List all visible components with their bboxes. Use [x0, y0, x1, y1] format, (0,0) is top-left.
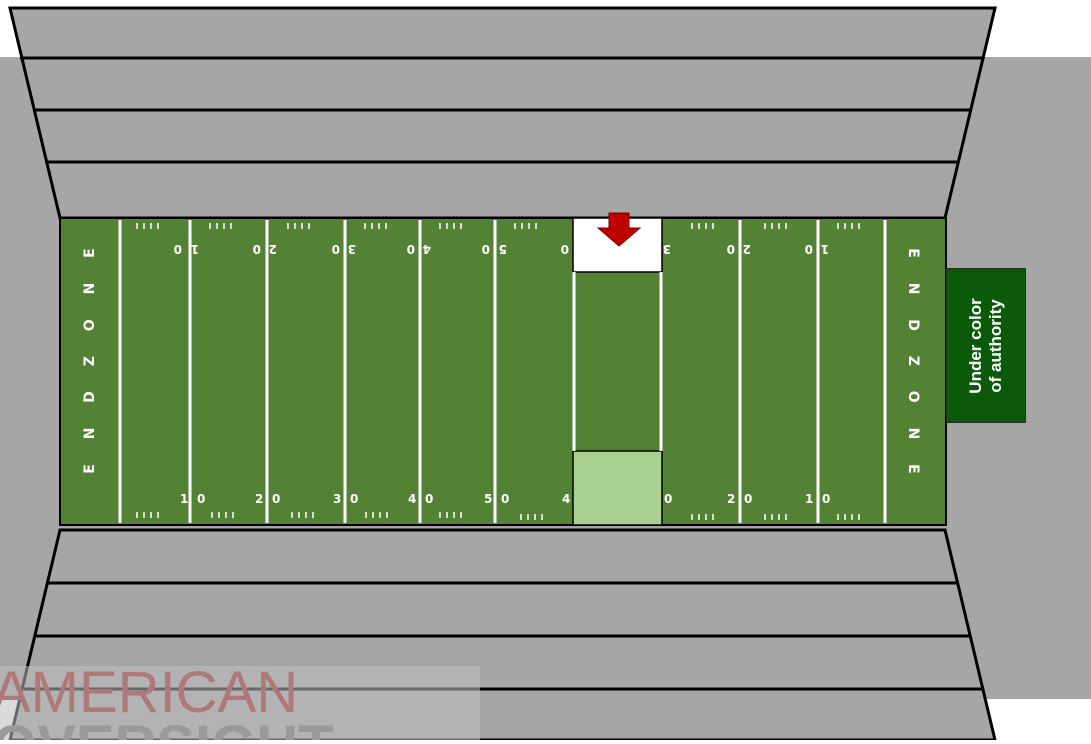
watermark-line-2: OVERSIGHT: [0, 718, 334, 741]
highlight-box: [572, 450, 663, 526]
watermark: AMERICAN OVERSIGHT: [0, 666, 480, 740]
down-arrow-icon: [596, 212, 642, 247]
yard-number: 4: [562, 492, 570, 506]
yard-number: 4: [408, 492, 416, 506]
yard-number: 0: [253, 242, 261, 256]
yard-lines: [118, 220, 887, 523]
watermark-line-1: AMERICAN: [0, 666, 299, 725]
end-zone-left-label: E N D Z O N E: [82, 238, 98, 474]
yard-number: 0: [664, 492, 672, 506]
yard-number: 2: [255, 492, 263, 506]
yard-number: 0: [407, 242, 415, 256]
yard-number: 3: [663, 242, 671, 256]
yard-number: 0: [332, 242, 340, 256]
yard-number: 3: [348, 242, 356, 256]
yard-number: 2: [743, 242, 751, 256]
yard-number: 1: [191, 242, 199, 256]
yard-number: 0: [425, 492, 433, 506]
yard-number: 0: [805, 242, 813, 256]
yard-number: 0: [482, 242, 490, 256]
yard-number: 0: [350, 492, 358, 506]
yard-numbers-bottom: 1 0 2 0 3 0 4 0 5 0 4 0 2 0 1 0: [180, 492, 830, 506]
yard-number: 0: [272, 492, 280, 506]
yard-number: 0: [174, 242, 182, 256]
yard-number: 0: [197, 492, 205, 506]
yard-number: 0: [744, 492, 752, 506]
yard-number: 3: [333, 492, 341, 506]
yard-number: 0: [561, 242, 569, 256]
yard-number: 5: [484, 492, 492, 506]
yard-number: 4: [423, 242, 431, 256]
annotation-line-2: of authority: [986, 298, 1005, 393]
hash-marks-bottom: [136, 512, 860, 520]
yard-number: 0: [727, 242, 735, 256]
yard-number: 1: [805, 492, 813, 506]
yard-number: 2: [727, 492, 735, 506]
yard-numbers-top: 0 1 0 2 0 3 0 4 0 5 0 3 0 2 0 1: [174, 242, 829, 256]
top-stands: [8, 6, 997, 220]
yard-number: 1: [180, 492, 188, 506]
yard-number: 1: [821, 242, 829, 256]
yard-number: 0: [501, 492, 509, 506]
yard-number: 5: [499, 242, 507, 256]
hash-marks-top: [136, 223, 860, 229]
annotation-text: Under color of authority: [966, 298, 1006, 393]
yard-number: 0: [822, 492, 830, 506]
annotation-line-1: Under color: [966, 297, 985, 394]
football-field: [59, 217, 947, 526]
end-zone-right-label: E N D Z O N E: [905, 248, 921, 484]
annotation-box: Under color of authority: [946, 268, 1026, 423]
yard-number: 2: [269, 242, 277, 256]
